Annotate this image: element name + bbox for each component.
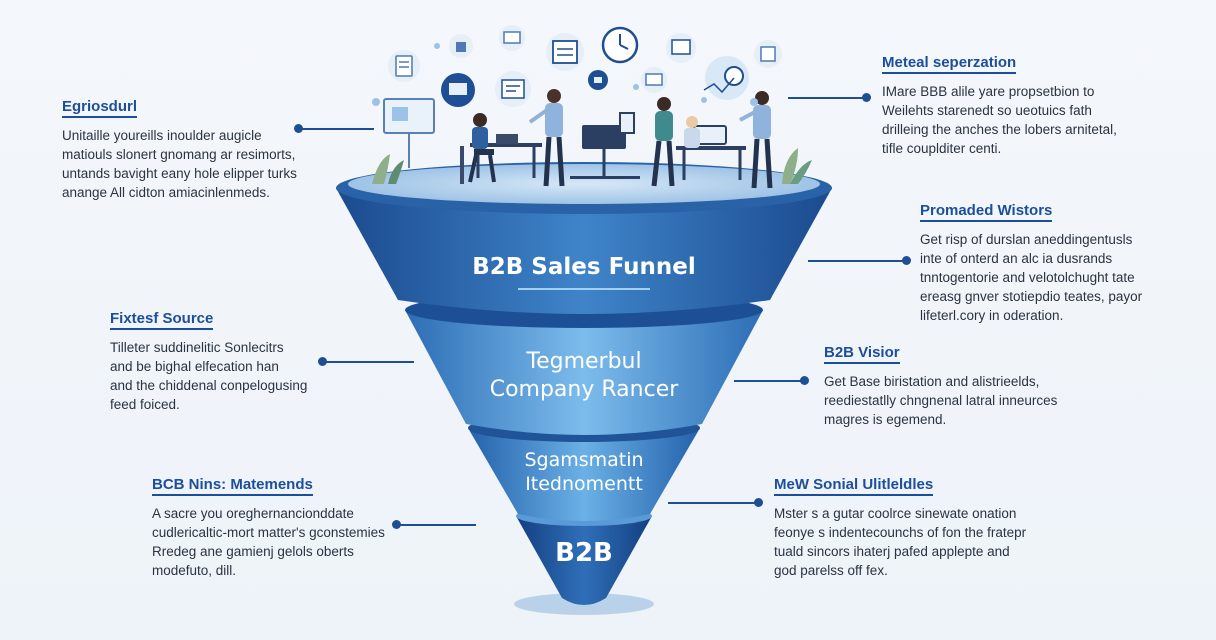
- callout-line: Weilehts starenedt so ueotuics fath: [882, 103, 1092, 118]
- callout-line: A sacre you oreghernancionddate: [152, 506, 354, 521]
- connector-dot: [800, 376, 809, 385]
- connector-dot: [754, 498, 763, 507]
- connector-dot: [318, 357, 327, 366]
- callout-line: tuald sincors ihaterj pafed applepte and: [774, 544, 1010, 559]
- callout-line: cudlericaltic-mort matter's gconstemies: [152, 525, 385, 540]
- callout-heading: Meteal seperzation: [882, 54, 1017, 74]
- callout-heading: Fixtesf Source: [110, 310, 214, 330]
- team-scene: [372, 89, 812, 189]
- funnel-level-2-label: Tegmerbul Company Rancer: [489, 349, 679, 402]
- connector-dot: [392, 520, 401, 529]
- callout-line: modefuto, dill.: [152, 563, 237, 578]
- callout-line: tifle couplditer centi.: [882, 141, 1002, 156]
- funnel-level-1: [336, 188, 832, 314]
- connector-dot: [294, 124, 303, 133]
- callout-heading: MeW Sonial Ulitleldles: [774, 476, 934, 496]
- connector-dot: [902, 256, 911, 265]
- callout-heading: Promaded Wistors: [920, 202, 1053, 222]
- funnel-title: B2B Sales Funnel: [472, 254, 696, 280]
- callout-line: ereasg gnver stotiepdio teates, payor: [920, 289, 1143, 304]
- funnel-level-3: [468, 428, 700, 521]
- connector-line: [808, 260, 904, 262]
- callout-line: Tilleter suddinelitic Sonlecitrs: [110, 340, 284, 355]
- connector-line: [788, 97, 864, 99]
- callout-line: Get Base biristation and alistrieelds,: [824, 374, 1040, 389]
- callout-line: lifeterl.cory in oderation.: [920, 308, 1064, 323]
- callout-line: reediestatlly chngnenal latral inneurces: [824, 393, 1058, 408]
- funnel-level-2: [405, 310, 763, 435]
- callout-right-1: Meteal seperzation IMare BBB alile yare …: [882, 54, 1202, 158]
- callout-line: feed foiced.: [110, 397, 180, 412]
- callout-left-1: Egriosdurl Unitaille youreills inoulder …: [62, 98, 322, 202]
- callout-line: untands bavight eany hole elipper turks: [62, 166, 297, 181]
- presentation-board: [383, 98, 435, 134]
- callout-heading: Egriosdurl: [62, 98, 138, 118]
- connector-line: [326, 361, 414, 363]
- connector-line: [668, 502, 756, 504]
- connector-line: [302, 128, 374, 130]
- callout-line: and be bighal elfecation han: [110, 359, 279, 374]
- connector-line: [734, 380, 802, 382]
- callout-line: Rredeg ane gamienj gelols oberts: [152, 544, 354, 559]
- callout-line: IMare BBB alile yare propsetbion to: [882, 84, 1095, 99]
- callout-line: and the chiddenal conpelogusing: [110, 378, 308, 393]
- connector-line: [400, 524, 476, 526]
- callout-right-4: MeW Sonial Ulitleldles Mster s a gutar c…: [774, 476, 1104, 580]
- callout-line: god parelss off fex.: [774, 563, 888, 578]
- callout-line: anange All cidton amiacinlenmeds.: [62, 185, 270, 200]
- callout-line: Unitaille youreills inoulder augicle: [62, 128, 262, 143]
- callout-left-3: BCB Nins: Matemends A sacre you oreghern…: [152, 476, 392, 580]
- callout-line: matiouls slonert gnomang ar resimorts,: [62, 147, 296, 162]
- callout-line: feonye s indentecounchs of fon the frate…: [774, 525, 1027, 540]
- connector-dot: [862, 93, 871, 102]
- plant-icon: [372, 154, 390, 184]
- callout-left-2: Fixtesf Source Tilleter suddinelitic Son…: [110, 310, 330, 414]
- funnel-level-4: [516, 516, 652, 605]
- callout-line: Get risp of durslan aneddingentusls: [920, 232, 1133, 247]
- callout-line: Mster s a gutar coolrce sinewate onation: [774, 506, 1017, 521]
- callout-line: drilleing the anches the lobers arniteta…: [882, 122, 1117, 137]
- callout-heading: B2B Visior: [824, 344, 900, 364]
- funnel-level-3-label: Sgamsmatin Itednomentt: [524, 449, 644, 495]
- callout-heading: BCB Nins: Matemends: [152, 476, 313, 496]
- callout-line: tnntogentorie and velotolchught tate: [920, 270, 1135, 285]
- floating-icons: [372, 25, 782, 107]
- callout-right-3: B2B Visior Get Base biristation and alis…: [824, 344, 1124, 429]
- callout-right-2: Promaded Wistors Get risp of durslan ane…: [920, 202, 1210, 325]
- funnel-level-4-label: B2B: [555, 538, 613, 568]
- callout-line: magres is egemend.: [824, 412, 947, 427]
- callout-line: inte of onterd an alc ia dusrands: [920, 251, 1113, 266]
